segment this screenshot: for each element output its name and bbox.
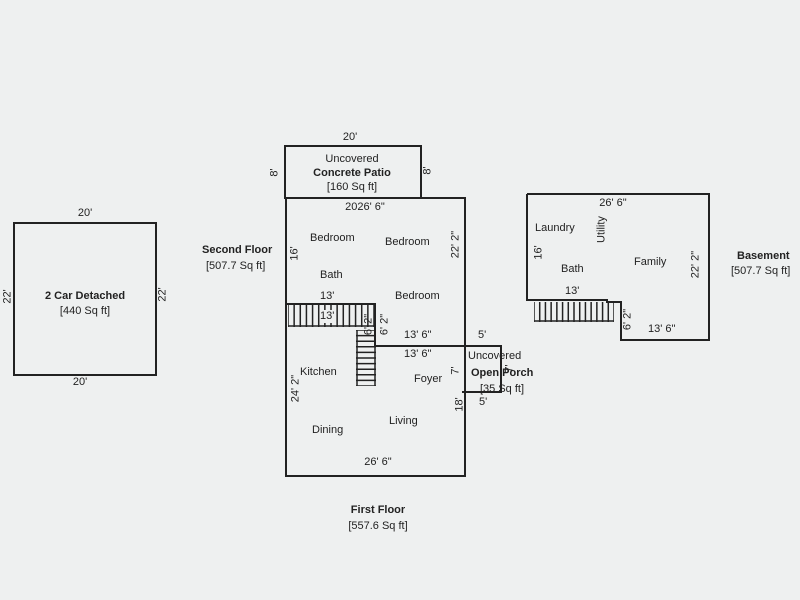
bedroom-2: Bedroom: [385, 236, 430, 248]
second-floor-area: [507.7 Sq ft]: [206, 260, 266, 272]
second-floor-dim-right: 22' 2": [449, 230, 462, 259]
first-floor-area: [557.6 Sq ft]: [348, 520, 408, 532]
second-floor-divider: [287, 303, 375, 305]
first-floor-dim-7: 7': [449, 366, 462, 375]
garage-outline: [13, 222, 157, 376]
porch-dim-top: 5': [478, 329, 487, 341]
bath-second: Bath: [320, 269, 343, 281]
garage-label: 2 Car Detached: [44, 290, 126, 302]
living: Living: [389, 415, 418, 427]
patio-line2: Concrete Patio: [313, 167, 391, 179]
first-floor-title: First Floor: [350, 504, 406, 516]
second-floor-dim-136: 13' 6": [404, 329, 432, 341]
second-floor-dim-13a: 13': [320, 290, 335, 302]
first-floor-dim-bottom: 26' 6": [364, 456, 392, 468]
kitchen: Kitchen: [300, 366, 337, 378]
basement-outline: [526, 193, 710, 341]
second-floor-dim-top: 2026' 6": [345, 201, 385, 213]
patio-dim-left: 8': [268, 168, 281, 177]
first-floor-dim-18: 18': [453, 397, 466, 412]
basement-dim-right: 22' 2": [689, 250, 702, 279]
basement-area: [507.7 Sq ft]: [731, 265, 791, 277]
bedroom-1: Bedroom: [310, 232, 355, 244]
utility: Utility: [595, 216, 608, 243]
porch-line1: Uncovered: [468, 350, 522, 362]
patio-area: [160 Sq ft]: [326, 181, 378, 193]
second-floor-dim-left: 16': [288, 246, 301, 261]
second-floor-dim-62: 6' 2": [378, 313, 391, 336]
foyer: Foyer: [414, 373, 443, 385]
porch-area: [35 Sq ft]: [480, 383, 525, 395]
garage-area: [440 Sq ft]: [59, 305, 111, 317]
first-floor-dim-136: 13' 6": [404, 348, 432, 360]
garage-dim-right: 22': [156, 287, 169, 302]
porch-dim-right: 7': [503, 364, 516, 373]
basement-dim-top: 26' 6": [599, 197, 627, 209]
stairs-basement: [534, 302, 614, 322]
patio-dim-top: 20': [342, 131, 358, 143]
stair-divider-vert: [374, 303, 376, 347]
second-floor-dim-62v: 6' 2": [362, 313, 375, 336]
basement-dim-62: 6' 2": [621, 308, 634, 331]
patio-outline: [284, 145, 422, 199]
dining: Dining: [312, 424, 344, 436]
second-floor-dim-13b: 13': [320, 310, 335, 323]
patio-line1: Uncovered: [325, 153, 379, 165]
garage-dim-bottom: 20': [72, 376, 88, 388]
laundry: Laundry: [535, 222, 575, 234]
porch-dim-bottom: 5': [479, 396, 488, 408]
basement-dim-13: 13': [565, 285, 580, 297]
house-outline: [285, 197, 466, 477]
porch-outline: [462, 345, 502, 393]
basement-dim-136: 13' 6": [648, 323, 676, 335]
stairs-first-floor: [356, 330, 376, 386]
patio-dim-right: 8': [421, 166, 434, 175]
porch-line2: Open Porch: [471, 367, 534, 379]
garage-dim-left: 22': [1, 289, 14, 304]
bedroom-3: Bedroom: [395, 290, 440, 302]
basement-bath: Bath: [561, 263, 584, 275]
garage-dim-top: 20': [77, 207, 93, 219]
family: Family: [634, 256, 667, 268]
basement-dim-left: 16': [532, 245, 545, 260]
floor-divider: [374, 345, 502, 347]
second-floor-title: Second Floor: [202, 244, 273, 256]
basement-title: Basement: [737, 250, 790, 262]
